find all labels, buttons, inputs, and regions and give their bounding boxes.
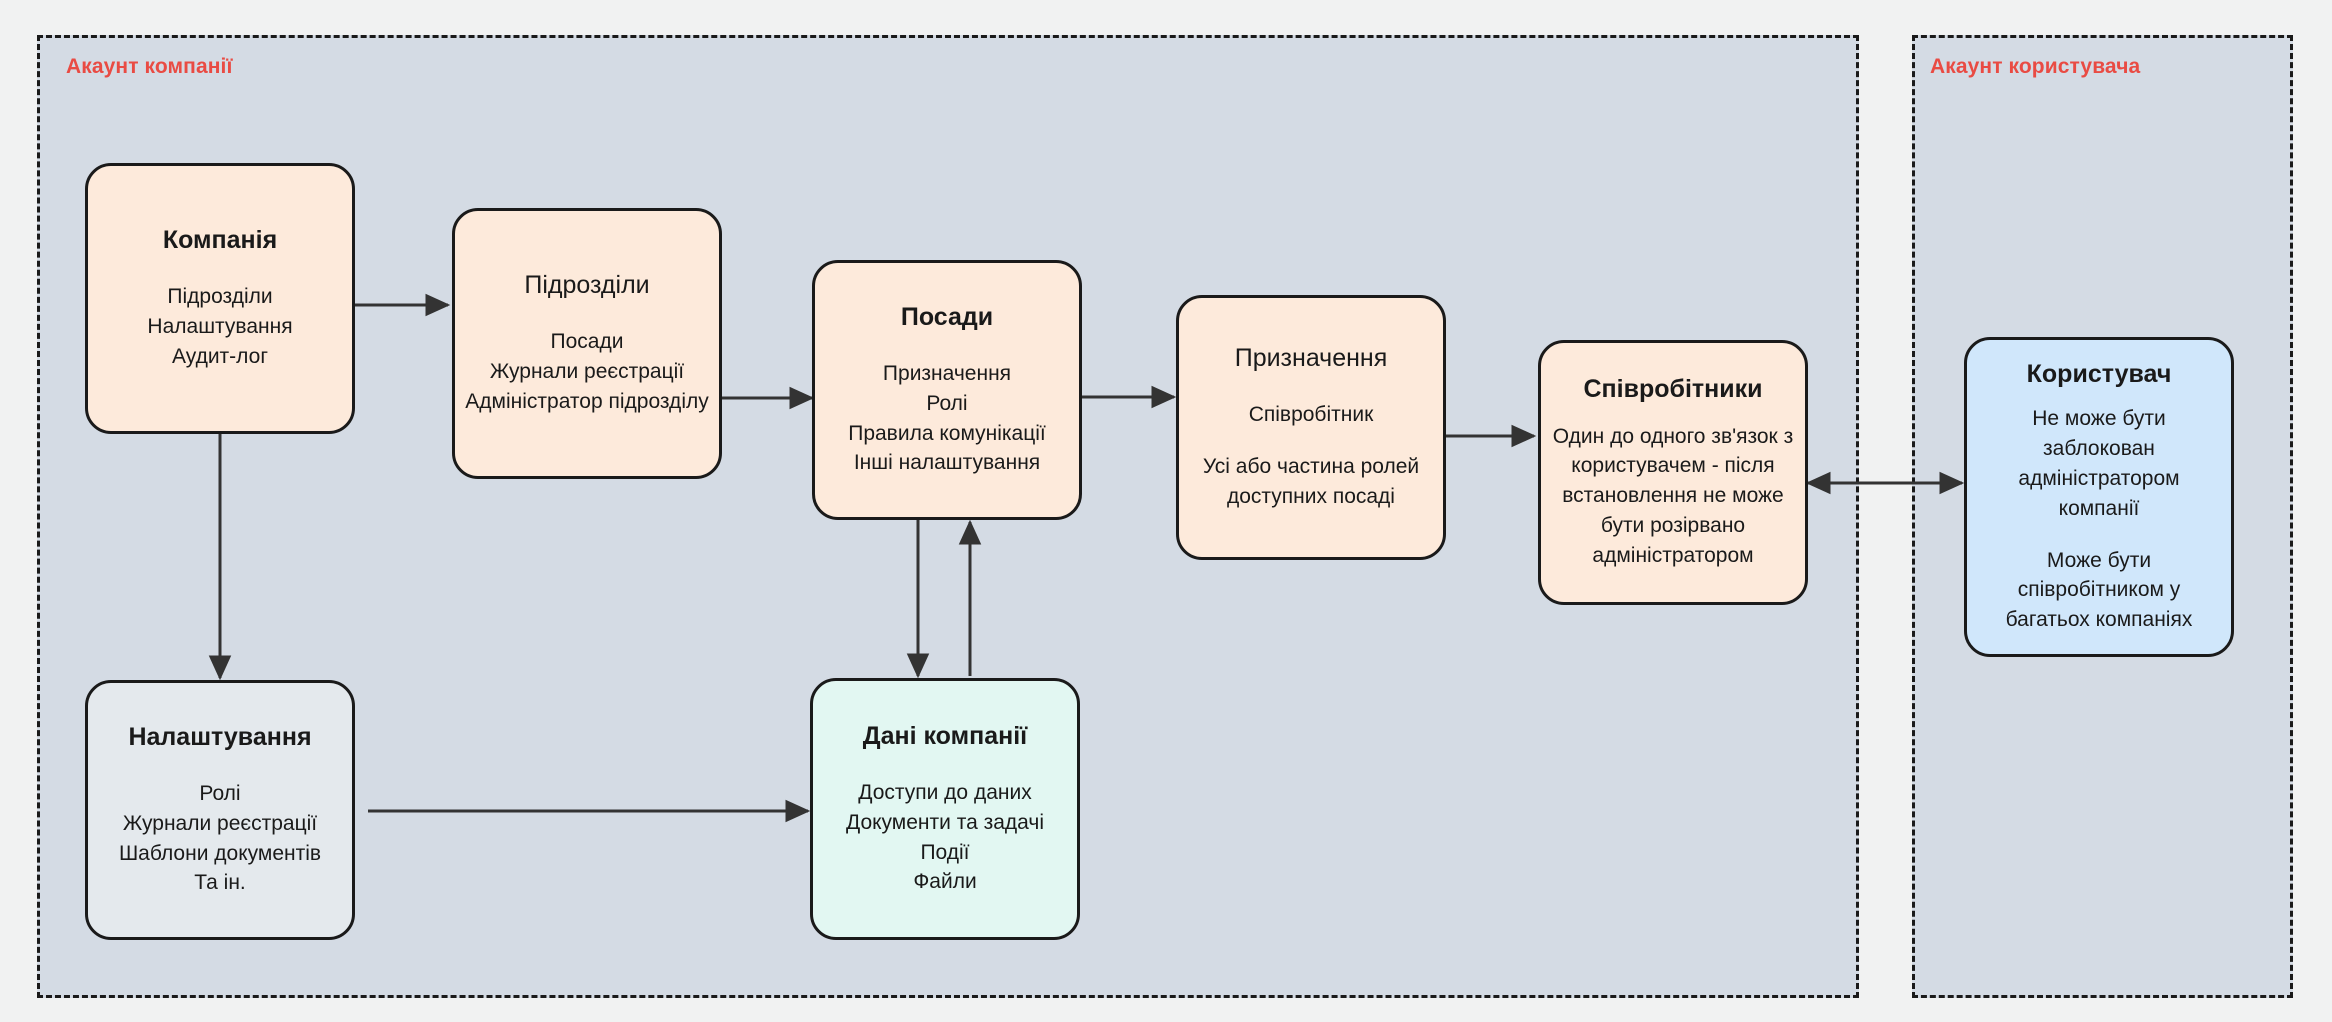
node-departments[interactable]: Підрозділи Посади Журнали реєстрації Адм… — [452, 208, 722, 479]
node-employees[interactable]: Співробітники Один до одного зв'язок з к… — [1538, 340, 1808, 605]
node-positions[interactable]: Посади Призначення Ролі Правила комуніка… — [812, 260, 1082, 520]
node-user-title: Користувач — [2026, 360, 2172, 389]
node-employees-title: Співробітники — [1583, 375, 1763, 404]
node-company-body: Підрозділи Налаштування Аудит-лог — [147, 285, 293, 369]
node-employees-body: Один до одного зв'язок з користувачем - … — [1552, 424, 1794, 567]
node-settings-title: Налаштування — [128, 722, 312, 751]
node-departments-title: Підрозділи — [524, 271, 650, 300]
node-positions-body: Призначення Ролі Правила комунікації Інш… — [848, 362, 1046, 475]
assignment-gap — [1203, 430, 1419, 452]
node-settings[interactable]: Налаштування Ролі Журнали реєстрації Шаб… — [85, 680, 355, 940]
node-company-data[interactable]: Дані компанії Доступи до даних Документи… — [810, 678, 1080, 940]
node-assignment[interactable]: Призначення Співробітник Усі або частина… — [1176, 295, 1446, 560]
node-assignment-body: Співробітник Усі або частина ролей досту… — [1202, 403, 1420, 509]
node-company-title: Компанія — [162, 226, 278, 255]
node-company-data-body: Доступи до даних Документи та задачі Под… — [845, 781, 1044, 894]
node-company-data-title: Дані компанії — [862, 721, 1028, 750]
node-company[interactable]: Компанія Підрозділи Налаштування Аудит-л… — [85, 163, 355, 434]
node-departments-body: Посади Журнали реєстрації Адміністратор … — [465, 330, 709, 414]
node-settings-body: Ролі Журнали реєстрації Шаблони документ… — [118, 782, 322, 895]
node-assignment-title: Призначення — [1234, 344, 1388, 373]
node-user-body: Не може бути заблокован адміністратором … — [2005, 407, 2193, 632]
user-gap — [2006, 524, 2193, 546]
node-user[interactable]: Користувач Не може бути заблокован адмін… — [1964, 337, 2234, 657]
group-label-company-account: Акаунт компанії — [66, 55, 233, 78]
node-positions-title: Посади — [900, 302, 994, 331]
group-label-user-account: Акаунт користувача — [1930, 55, 2141, 78]
